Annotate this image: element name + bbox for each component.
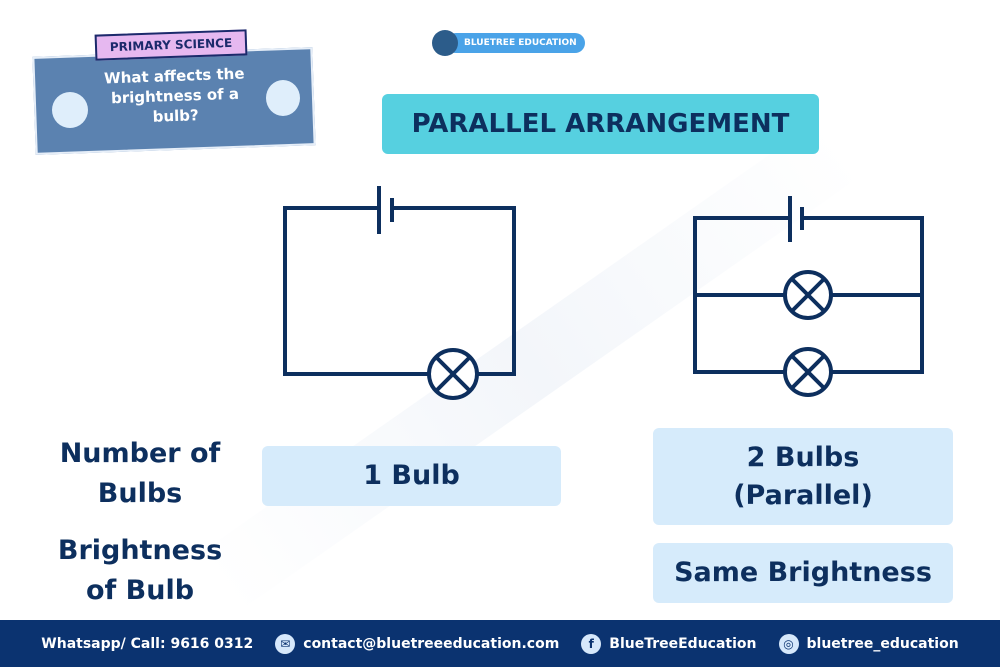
brightness-label: Brightness of Bulb bbox=[57, 535, 223, 606]
footer: Whatsapp/ Call: 9616 0312 ✉ contact@bluet… bbox=[0, 620, 1000, 667]
subject-tag: PRIMARY SCIENCE bbox=[94, 29, 248, 61]
mascot-left-icon bbox=[52, 92, 88, 128]
email-icon: ✉ bbox=[275, 633, 296, 654]
facebook-icon: f bbox=[581, 633, 602, 654]
instagram-icon: ◎ bbox=[778, 633, 799, 654]
right-brightness: Same Brightness bbox=[653, 543, 953, 603]
email-link[interactable]: contact@bluetreeeducation.com bbox=[303, 635, 560, 652]
logo: BLUETREE EDUCATION bbox=[432, 30, 585, 56]
phone: Whatsapp/ Call: 9616 0312 bbox=[41, 635, 254, 652]
facebook-link[interactable]: BlueTreeEducation bbox=[609, 635, 757, 652]
bulb-icon bbox=[783, 347, 833, 397]
left-bulb-count: 1 Bulb bbox=[262, 446, 561, 506]
bulb-icon bbox=[427, 348, 479, 400]
parallel-circuit bbox=[693, 196, 924, 397]
single-bulb-circuit bbox=[283, 186, 516, 400]
number-of-bulbs-label: Number of Bulbs bbox=[59, 438, 221, 509]
mascot-right-icon bbox=[266, 80, 300, 116]
wire bbox=[283, 206, 516, 376]
bulb-icon bbox=[783, 270, 833, 320]
right-bulb-count: 2 Bulbs (Parallel) bbox=[653, 428, 953, 525]
circuit-diagrams bbox=[283, 186, 924, 400]
logo-text: BLUETREE EDUCATION bbox=[446, 33, 585, 53]
page-title: PARALLEL ARRANGEMENT bbox=[382, 94, 819, 154]
logo-mark-icon bbox=[432, 30, 458, 56]
instagram-link[interactable]: bluetree_education bbox=[806, 635, 959, 652]
